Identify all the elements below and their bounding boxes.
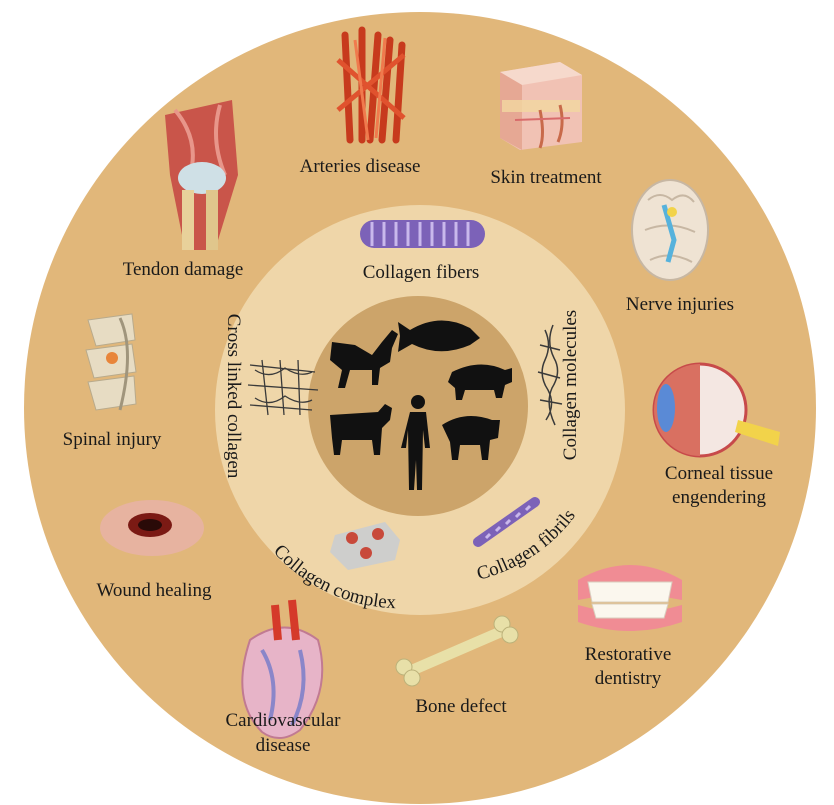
collagen-fibril-icon [473,497,540,547]
label-collagen-fibers: Collagen fibers [363,262,480,283]
pig-icon [448,364,512,400]
label-cross-linked-collagen: Cross linked collagen [223,314,244,479]
bone-icon [395,615,519,687]
label-nerve: Nerve injuries [626,294,734,315]
label-bone: Bone defect [415,696,507,717]
arteries-icon [336,26,406,144]
label-cardio-2: disease [256,735,311,756]
cross-linked-collagen-icon [247,359,319,416]
collagen-complex-icon [330,522,400,570]
wound-icon [100,500,204,556]
label-corneal-2: engendering [672,487,766,508]
brain-icon [631,179,709,281]
collagen-molecules-icon [537,324,563,426]
label-cardio-1: Cardiovascular [225,710,341,731]
label-wound: Wound healing [96,580,212,601]
cow-icon [330,404,392,455]
label-skin: Skin treatment [490,167,602,188]
label-arteries: Arteries disease [300,156,421,177]
label-corneal-1: Corneal tissue [665,463,773,484]
label-spinal: Spinal injury [63,429,162,450]
teeth-icon [578,565,682,631]
spine-icon [85,313,137,411]
label-collagen-molecules: Collagen molecules [560,310,581,460]
knee-icon [165,100,238,250]
label-tendon: Tendon damage [123,259,244,280]
human-icon [401,395,430,490]
collagen-fiber-icon [360,220,485,248]
horse-icon [330,330,398,388]
skin-icon [500,62,582,150]
label-restorative-1: Restorative [585,644,672,665]
sheep-icon [442,416,500,460]
eye-icon [652,362,780,458]
fish-icon [398,320,480,352]
heart-icon [241,599,324,739]
label-restorative-2: dentistry [595,668,662,689]
